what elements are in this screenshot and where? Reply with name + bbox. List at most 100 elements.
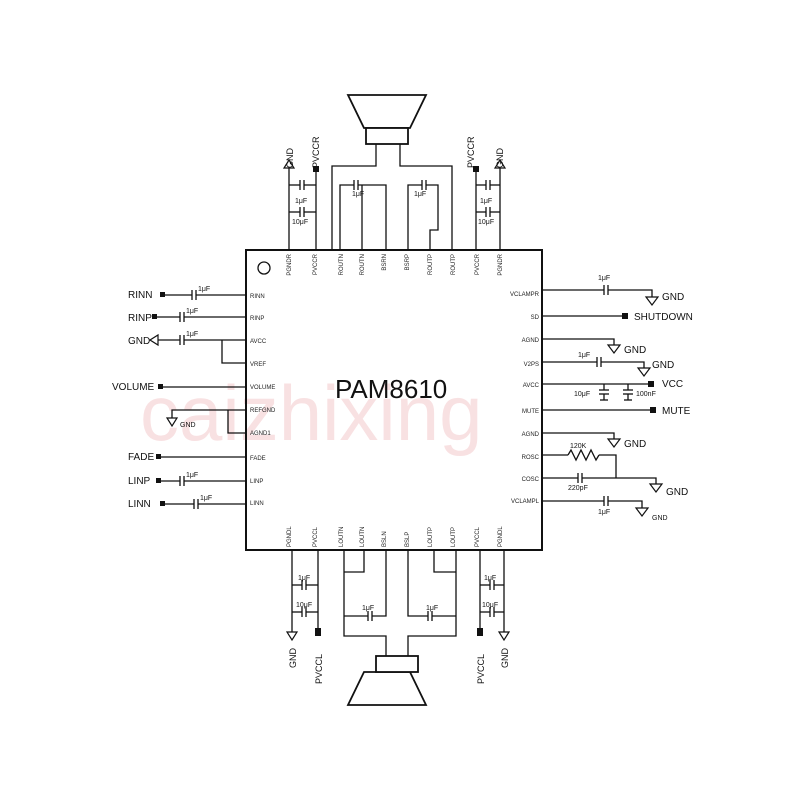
pin-loutn-1: LOUTN <box>339 527 345 547</box>
cap-linp-value: 1μF <box>186 472 198 479</box>
pin-bsrn: BSRN <box>382 254 388 271</box>
pin-agnd-r2: AGND <box>522 432 540 438</box>
pin-linn: LINN <box>250 501 264 507</box>
net-gnd-vclampr: GND <box>662 292 684 303</box>
gnd-symbol-v2ps <box>636 367 652 377</box>
terminal-pvccl-left <box>315 628 321 636</box>
pin-v2ps: V2PS <box>524 362 539 368</box>
net-vcc: VCC <box>662 379 683 390</box>
gnd-symbol-bottom-left <box>285 631 299 642</box>
pin-bslp: BSLP <box>405 532 411 547</box>
net-gnd-avcc: GND <box>128 336 150 347</box>
net-linp: LINP <box>128 476 151 487</box>
cap-avcc-10uf-value: 10μF <box>574 391 590 398</box>
net-linn: LINN <box>128 499 151 510</box>
left-pin-labels: RINN RINP AVCC VREF VOLUME REFGND AGND1 … <box>250 294 276 507</box>
chip-name: PAM8610 <box>335 374 447 404</box>
pin-refgnd: REFGND <box>250 408 276 414</box>
net-gnd-v2ps: GND <box>652 360 674 371</box>
net-fade: FADE <box>128 452 154 463</box>
terminal-pvccr-right <box>473 166 479 172</box>
pin-pvccl-1: PVCCL <box>313 526 319 547</box>
terminal-rinp <box>152 314 157 319</box>
pin-mute: MUTE <box>522 409 539 415</box>
right-circuit: 1μF GND SHUTDOWN GND 1μF GND VCC 10μF 10… <box>542 275 693 522</box>
net-gnd-agnd2: GND <box>624 439 646 450</box>
pin-routp-1: ROUTP <box>428 254 434 275</box>
net-pvccr-top-right: PVCCR <box>466 136 476 168</box>
gnd-symbol-agnd2 <box>606 438 622 448</box>
pin1-marker <box>257 261 271 275</box>
pin-loutp-2: LOUTP <box>451 527 457 547</box>
pin-pvccl-2: PVCCL <box>475 526 481 547</box>
terminal-pvccr-left <box>313 166 319 172</box>
pin-routp-2: ROUTP <box>451 254 457 275</box>
net-gnd-top-left: GND <box>285 148 295 169</box>
cap-linn-value: 1μF <box>200 495 212 502</box>
pin-agnd-r1: AGND <box>522 338 540 344</box>
cap-top-left-10uf: 10μF <box>292 219 308 226</box>
pin-sd: SD <box>531 315 540 321</box>
top-pin-labels: PGNDR PVCCR ROUTN ROUTN BSRN BSRP ROUTP … <box>287 253 504 275</box>
cap-v2ps-value: 1μF <box>578 352 590 359</box>
pin-rosc: ROSC <box>522 455 540 461</box>
pin-rinp: RINP <box>250 316 264 322</box>
left-circuit: RINN 1μF RINP 1μF GND 1μF VOLUME GND FAD… <box>112 286 246 510</box>
gnd-symbol-agnd <box>606 344 622 354</box>
pin-pgndr-2: PGNDR <box>498 253 504 275</box>
gnd-symbol-cosc <box>648 483 664 493</box>
watermark: caizhixing <box>140 369 483 457</box>
pin-bsrp: BSRP <box>405 254 411 270</box>
chip-body <box>245 249 543 551</box>
terminal-rinn <box>160 292 165 297</box>
pin-pvccr-1: PVCCR <box>313 253 319 275</box>
gnd-symbol-refgnd <box>165 417 179 428</box>
net-pvccl-bottom-right: PVCCL <box>476 654 486 684</box>
speaker-top <box>331 94 453 250</box>
terminal-volume <box>158 384 163 389</box>
net-gnd-agnd: GND <box>624 345 646 356</box>
cap-bottom-left-1uf: 1μF <box>298 575 310 582</box>
cap-cosc-value: 220pF <box>568 485 588 492</box>
pin-pgndr-1: PGNDR <box>287 253 293 275</box>
net-gnd-bottom-right: GND <box>500 648 510 669</box>
net-pvccr-top-left: PVCCR <box>311 136 321 168</box>
net-gnd-refgnd: GND <box>180 422 196 429</box>
pin-rinn: RINN <box>250 294 265 300</box>
pin-loutn-2: LOUTN <box>360 527 366 547</box>
net-pvccl-bottom-left: PVCCL <box>314 654 324 684</box>
cap-bsrp-value: 1μF <box>414 191 426 198</box>
top-circuit: GND PVCCR 1μF 10μF 1μF 1μF PVCCR GND <box>282 94 507 250</box>
gnd-symbol-vclampr <box>644 296 660 306</box>
cap-bsln-value: 1μF <box>362 605 374 612</box>
cap-top-left-1uf: 1μF <box>295 198 307 205</box>
cap-avcc-value: 1μF <box>186 331 198 338</box>
net-rinn: RINN <box>128 290 152 301</box>
speaker-bottom <box>343 550 457 706</box>
bottom-circuit: 1μF 10μF GND PVCCL 1μF 1μF 1μF 10μF PVCC… <box>285 550 511 706</box>
pin-avcc-right: AVCC <box>523 383 540 389</box>
cap-bottom-right-1uf: 1μF <box>484 575 496 582</box>
cap-bottom-left-10uf: 10μF <box>296 602 312 609</box>
terminal-shutdown <box>622 313 628 319</box>
cap-rinn-value: 1μF <box>198 286 210 293</box>
cap-bsrn-value: 1μF <box>352 191 364 198</box>
right-pin-labels: VCLAMPR SD AGND V2PS AVCC MUTE AGND ROSC… <box>510 292 540 505</box>
pin-bsln: BSLN <box>382 531 388 547</box>
net-gnd-cosc: GND <box>666 487 688 498</box>
pin-routn-2: ROUTN <box>360 254 366 275</box>
pin-pvccr-2: PVCCR <box>475 253 481 275</box>
net-shutdown: SHUTDOWN <box>634 312 693 323</box>
pin-volume: VOLUME <box>250 385 275 391</box>
cap-bslp-value: 1μF <box>426 605 438 612</box>
gnd-symbol-vclampl <box>634 507 650 517</box>
pin-fade: FADE <box>250 456 266 462</box>
gnd-symbol-left <box>148 333 159 347</box>
pin-pgndl-2: PGNDL <box>498 526 504 547</box>
pin-linp: LINP <box>250 479 263 485</box>
pin-vclampr: VCLAMPR <box>510 292 540 298</box>
pin-loutp-1: LOUTP <box>428 527 434 547</box>
pin-pgndl-1: PGNDL <box>287 526 293 547</box>
pin-vref: VREF <box>250 362 266 368</box>
